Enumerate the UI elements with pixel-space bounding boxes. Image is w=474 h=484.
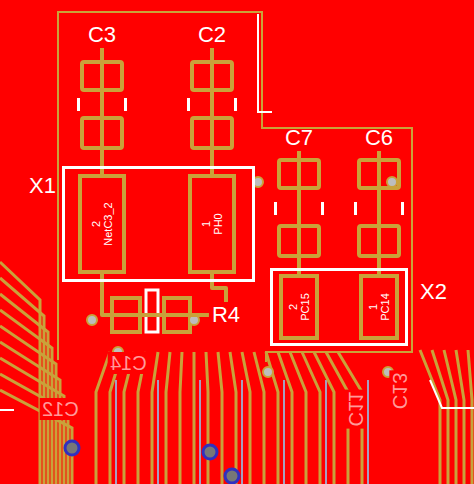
trace bbox=[230, 352, 236, 484]
silk-outline bbox=[146, 290, 158, 332]
resistor-symbol bbox=[112, 290, 190, 332]
trace bbox=[302, 352, 320, 484]
via bbox=[225, 469, 239, 483]
trace bbox=[0, 358, 64, 484]
ref-designator: R4 bbox=[209, 302, 243, 328]
silk-mark bbox=[354, 202, 357, 215]
ref-designator: X1 bbox=[26, 173, 59, 199]
silk-mark bbox=[77, 98, 80, 111]
bottom-trace bbox=[283, 380, 285, 484]
bottom-silk-label: C14 bbox=[108, 352, 149, 374]
bottom-trace bbox=[199, 380, 201, 484]
bottom-trace bbox=[115, 380, 117, 484]
part-label: C2 bbox=[195, 22, 229, 48]
pin-name: 2 bbox=[90, 202, 102, 245]
copper-trace bbox=[212, 274, 226, 302]
silk-line bbox=[258, 14, 272, 112]
ref-designator: C3 bbox=[85, 22, 119, 48]
bottom-trace bbox=[157, 380, 159, 484]
keepout-outline bbox=[58, 12, 412, 362]
pin-name: NetC3_2 bbox=[102, 202, 114, 245]
copper-trace bbox=[210, 48, 214, 174]
silk-mark bbox=[234, 98, 237, 111]
trace bbox=[166, 352, 170, 484]
via bbox=[65, 441, 79, 455]
trace bbox=[180, 352, 182, 484]
trace bbox=[456, 350, 464, 484]
trace bbox=[468, 350, 472, 484]
trace bbox=[444, 350, 456, 484]
bottom-silk-label: C13 bbox=[389, 371, 411, 412]
pin-name: PC14 bbox=[379, 293, 391, 321]
trace bbox=[218, 352, 222, 484]
bottom-trace bbox=[367, 380, 369, 484]
bottom-trace bbox=[325, 380, 327, 484]
trace bbox=[242, 352, 250, 484]
trace bbox=[432, 350, 448, 484]
trace bbox=[152, 352, 158, 484]
silk-mark bbox=[274, 202, 277, 215]
via bbox=[387, 177, 397, 187]
silk-line bbox=[430, 380, 474, 408]
part-label: C6 bbox=[362, 125, 396, 151]
copper-trace bbox=[297, 151, 301, 274]
crystal-pad: 1PH0 bbox=[188, 174, 236, 274]
trace bbox=[290, 352, 306, 484]
pad-text-group: 1PH0 bbox=[200, 213, 224, 234]
pin-name: 2 bbox=[287, 293, 299, 321]
pin-name: PC15 bbox=[299, 293, 311, 321]
silk-mark bbox=[321, 202, 324, 215]
trace bbox=[0, 374, 68, 484]
crystal-pad: 2PC15 bbox=[279, 274, 319, 340]
silk-mark bbox=[187, 98, 190, 111]
part-label: R4 bbox=[209, 302, 243, 328]
pin-name: 1 bbox=[200, 213, 212, 234]
crystal-pad: 2NetC3_2 bbox=[78, 174, 126, 274]
ref-designator: C2 bbox=[195, 22, 229, 48]
ref-designator: X2 bbox=[417, 279, 450, 305]
copper-trace bbox=[377, 151, 381, 274]
copper-trace bbox=[100, 48, 104, 174]
via bbox=[203, 445, 217, 459]
pin-name: PH0 bbox=[212, 213, 224, 234]
ref-designator: C6 bbox=[362, 125, 396, 151]
via bbox=[87, 315, 97, 325]
trace bbox=[206, 352, 208, 484]
pin-name: 1 bbox=[367, 293, 379, 321]
via bbox=[263, 367, 273, 377]
part-label: C3 bbox=[85, 22, 119, 48]
silk-mark bbox=[124, 98, 127, 111]
pad-text-group: 2NetC3_2 bbox=[90, 202, 114, 245]
silk-mark bbox=[401, 202, 404, 215]
bottom-trace bbox=[241, 380, 243, 484]
trace bbox=[193, 352, 196, 484]
silk-line bbox=[0, 409, 14, 411]
trace-bundle bbox=[0, 262, 472, 484]
pad-text-group: 2PC15 bbox=[287, 293, 311, 321]
crystal-outline: X22PC151PC14 bbox=[270, 268, 408, 346]
ref-designator: C7 bbox=[282, 125, 316, 151]
bottom-silk-label: C12 bbox=[40, 398, 81, 420]
crystal-outline: X12NetC3_21PH0 bbox=[62, 166, 255, 282]
crystal-pad: 1PC14 bbox=[359, 274, 399, 340]
trace bbox=[278, 352, 292, 484]
bottom-silk-label: C11 bbox=[345, 389, 367, 428]
trace bbox=[314, 352, 334, 484]
part-label: C7 bbox=[282, 125, 316, 151]
pad-text-group: 1PC14 bbox=[367, 293, 391, 321]
